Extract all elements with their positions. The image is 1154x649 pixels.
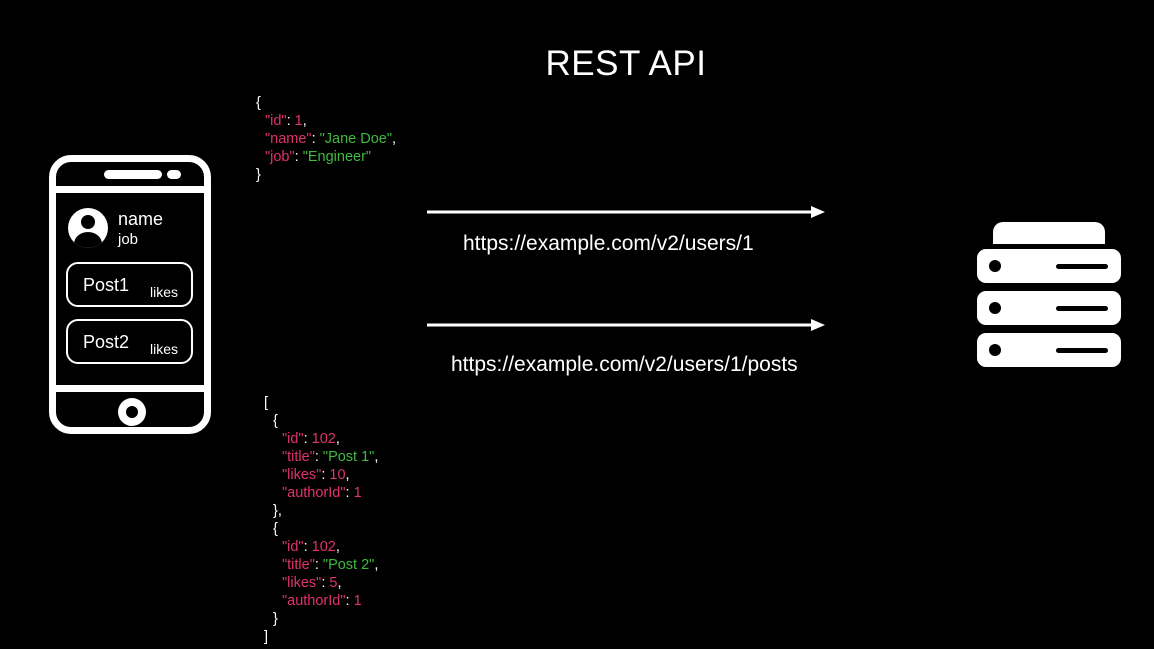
json-line: "id": 1, (256, 112, 396, 130)
phone-speaker (104, 170, 162, 179)
json-comma: , (335, 431, 340, 447)
json-key: "job" (265, 149, 295, 165)
json-key: "likes" (282, 575, 322, 591)
json-value: 102 (311, 431, 336, 447)
post-card-2: Post2 likes (66, 319, 193, 364)
json-bracket: ] (264, 629, 269, 645)
json-value: 1 (294, 113, 303, 129)
json-line: { (256, 94, 396, 112)
json-line: "likes": 10, (264, 466, 378, 484)
json-line: "job": "Engineer" (256, 148, 396, 166)
post-likes: likes (149, 284, 178, 300)
json-key: "authorId" (282, 485, 346, 501)
json-colon: : (321, 575, 330, 591)
post-likes: likes (149, 341, 178, 357)
json-comma: , (374, 449, 379, 465)
server-unit (977, 291, 1121, 325)
json-colon: : (294, 149, 303, 165)
home-button-icon (118, 398, 146, 426)
json-line: "authorId": 1 (264, 484, 378, 502)
server-top (993, 222, 1105, 244)
json-line: "name": "Jane Doe", (256, 130, 396, 148)
json-line: "likes": 5, (264, 574, 378, 592)
json-line: "title": "Post 1", (264, 448, 378, 466)
json-bracket: [ (264, 395, 269, 411)
json-value: 5 (329, 575, 338, 591)
diagram-title: REST API (545, 44, 707, 83)
json-comma: , (392, 131, 397, 147)
json-comma: , (337, 575, 342, 591)
user-json-response: {"id": 1,"name": "Jane Doe","job": "Engi… (256, 94, 396, 184)
json-line: "id": 102, (264, 430, 378, 448)
json-colon: : (345, 485, 354, 501)
json-line: }, (264, 502, 378, 520)
json-comma: , (302, 113, 307, 129)
json-key: "authorId" (282, 593, 346, 609)
server-unit (977, 333, 1121, 367)
json-value: 1 (353, 485, 362, 501)
avatar-icon (68, 208, 108, 248)
json-colon: : (314, 557, 323, 573)
smartphone-icon: name job Post1 likes Post2 likes (49, 155, 211, 434)
json-line: [ (264, 394, 378, 412)
server-stack-icon (977, 222, 1121, 368)
json-colon: : (303, 539, 312, 555)
server-unit (977, 249, 1121, 283)
json-line: "id": 102, (264, 538, 378, 556)
json-brace: }, (273, 503, 282, 519)
json-line: "authorId": 1 (264, 592, 378, 610)
phone-top-bar (56, 186, 204, 193)
json-colon: : (314, 449, 323, 465)
profile-name: name (118, 209, 164, 229)
json-line: } (264, 610, 378, 628)
json-key: "title" (282, 557, 315, 573)
json-line: { (264, 412, 378, 430)
json-key: "id" (282, 539, 304, 555)
json-colon: : (303, 431, 312, 447)
json-comma: , (374, 557, 379, 573)
json-value: 102 (311, 539, 336, 555)
json-line: { (264, 520, 378, 538)
json-brace: } (273, 611, 278, 627)
post-title: Post1 (83, 275, 130, 295)
request-arrow-2 (427, 319, 825, 331)
json-line: "title": "Post 2", (264, 556, 378, 574)
json-key: "id" (265, 113, 287, 129)
json-value: 10 (329, 467, 346, 483)
json-colon: : (345, 593, 354, 609)
json-value: "Post 2" (322, 557, 375, 573)
posts-json-response: [{"id": 102,"title": "Post 1","likes": 1… (264, 394, 378, 646)
json-key: "name" (265, 131, 312, 147)
phone-camera (167, 170, 181, 179)
json-key: "title" (282, 449, 315, 465)
json-value: "Post 1" (322, 449, 375, 465)
json-colon: : (286, 113, 295, 129)
profile-job: job (118, 231, 139, 248)
json-brace: { (273, 413, 278, 429)
json-value: "Jane Doe" (319, 131, 393, 147)
json-colon: : (321, 467, 330, 483)
json-line: } (256, 166, 396, 184)
json-colon: : (311, 131, 320, 147)
request-url-1: https://example.com/v2/users/1 (463, 232, 754, 255)
json-brace: } (256, 167, 261, 183)
json-line: ] (264, 628, 378, 646)
json-value: "Engineer" (302, 149, 372, 165)
phone-bottom-bar (56, 385, 204, 392)
json-comma: , (345, 467, 350, 483)
json-key: "id" (282, 431, 304, 447)
post-card-1: Post1 likes (66, 262, 193, 307)
json-brace: { (273, 521, 278, 537)
post-title: Post2 (83, 332, 130, 352)
request-url-2: https://example.com/v2/users/1/posts (451, 353, 798, 376)
json-brace: { (256, 95, 261, 111)
json-value: 1 (353, 593, 362, 609)
json-key: "likes" (282, 467, 322, 483)
request-arrow-1 (427, 206, 825, 218)
json-comma: , (335, 539, 340, 555)
